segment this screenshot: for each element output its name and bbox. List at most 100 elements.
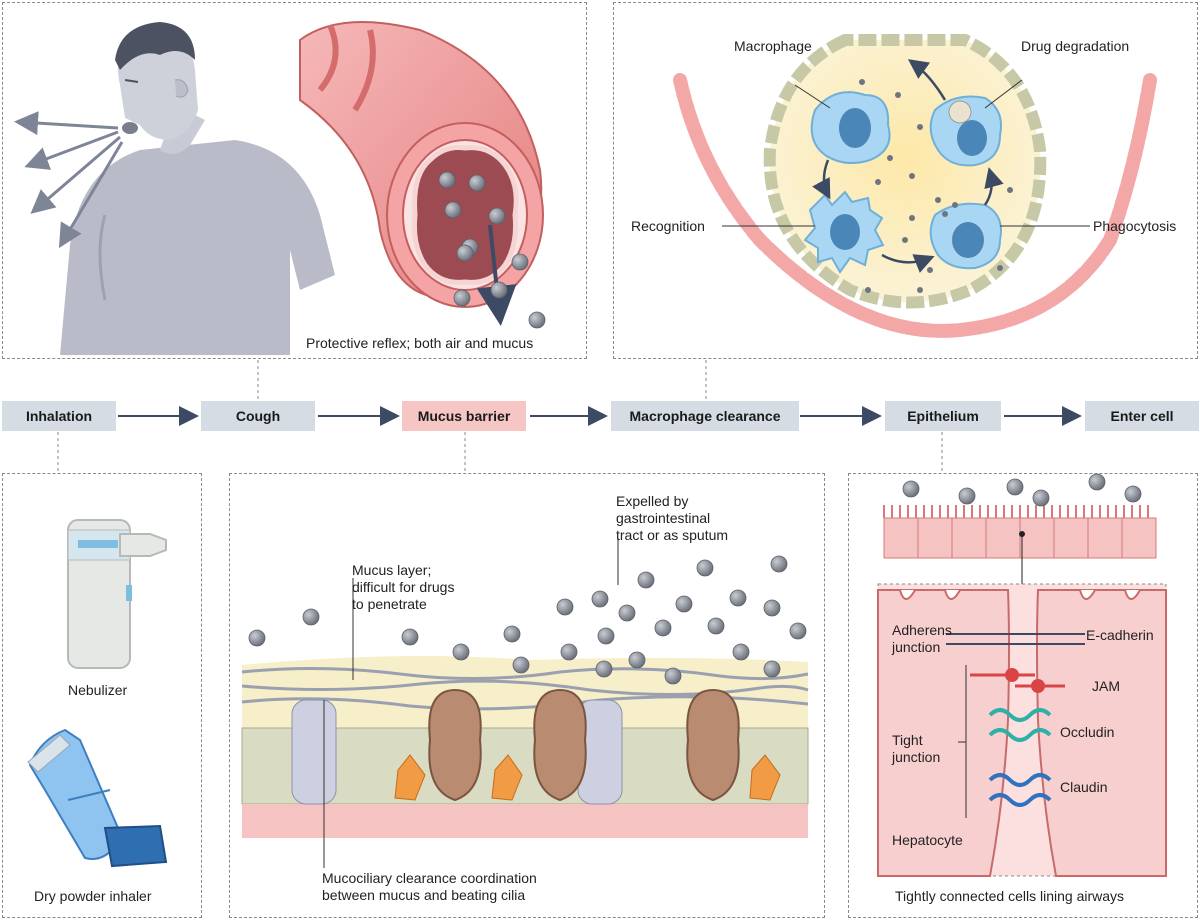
cough-panel bbox=[2, 2, 587, 359]
drug-particle bbox=[654, 619, 672, 637]
drug-particle bbox=[789, 622, 807, 640]
drug-particle bbox=[770, 555, 788, 573]
macrophage-cycle-arrows bbox=[812, 59, 1004, 273]
step-cough: Cough bbox=[201, 401, 315, 431]
drug-particle bbox=[895, 92, 901, 98]
drug-particle bbox=[1006, 478, 1024, 496]
dry-powder-inhaler-illustration bbox=[27, 728, 168, 868]
drug-particle bbox=[528, 311, 546, 329]
label-drug-degradation: Drug degradation bbox=[1021, 38, 1130, 54]
drug-particle bbox=[560, 643, 578, 661]
step-mucus-barrier: Mucus barrier bbox=[402, 401, 526, 431]
alveolus-illustration bbox=[673, 34, 1157, 338]
drug-particle bbox=[302, 608, 320, 626]
drug-particle bbox=[512, 656, 530, 674]
drug-particle bbox=[675, 595, 693, 613]
drug-particle bbox=[503, 625, 521, 643]
label-recognition: Recognition bbox=[631, 218, 705, 234]
drug-particle bbox=[763, 599, 781, 617]
label-occludin: Occludin bbox=[1060, 724, 1115, 740]
panel-connectors bbox=[57, 360, 943, 472]
step-epithelium: Epithelium bbox=[885, 401, 1001, 431]
drug-particle bbox=[997, 265, 1003, 271]
drug-particle bbox=[488, 207, 506, 225]
drug-particle bbox=[556, 598, 574, 616]
step-enter-cell: Enter cell bbox=[1085, 401, 1199, 431]
label-phagocytosis: Phagocytosis bbox=[1093, 218, 1177, 234]
drug-particle bbox=[1007, 187, 1013, 193]
drug-particle bbox=[927, 267, 933, 273]
drug-particle bbox=[917, 287, 923, 293]
junction-zoom-illustration bbox=[877, 583, 1167, 877]
macrophage-leader-lines bbox=[722, 79, 1090, 227]
drug-particle bbox=[511, 253, 529, 271]
label-jam: JAM bbox=[1092, 678, 1120, 694]
drug-particle bbox=[707, 617, 725, 635]
drug-particle bbox=[438, 171, 456, 189]
label-mucus-layer: Mucus layer; difficult for drugs to pene… bbox=[352, 562, 455, 612]
label-dry-powder-inhaler: Dry powder inhaler bbox=[34, 888, 152, 904]
drug-particle bbox=[952, 202, 958, 208]
drug-particle bbox=[456, 244, 474, 262]
cough-caption: Protective reflex; both air and mucus bbox=[306, 335, 534, 351]
drug-particle bbox=[401, 628, 419, 646]
drug-particle bbox=[958, 487, 976, 505]
drug-particle bbox=[595, 660, 613, 678]
drug-particle bbox=[865, 287, 871, 293]
mucus-leader-lines bbox=[323, 538, 619, 868]
drug-particle bbox=[452, 643, 470, 661]
drug-particle bbox=[696, 559, 714, 577]
mucus-panel bbox=[229, 473, 825, 918]
drug-particle bbox=[1032, 489, 1050, 507]
drug-particle bbox=[597, 627, 615, 645]
drug-particle bbox=[1088, 473, 1106, 491]
drug-particle bbox=[935, 197, 941, 203]
inhalation-panel bbox=[2, 473, 202, 918]
epithelium-strip-illustration bbox=[883, 505, 1157, 584]
label-mucociliary: Mucociliary clearance coordination betwe… bbox=[322, 870, 537, 903]
cough-air-arrows bbox=[14, 111, 124, 249]
drug-particle bbox=[942, 211, 948, 217]
label-adherens-junction: Adherens junction bbox=[892, 622, 952, 655]
drug-particle bbox=[468, 174, 486, 192]
drug-particle bbox=[628, 651, 646, 669]
drug-particle bbox=[763, 660, 781, 678]
label-nebulizer: Nebulizer bbox=[68, 682, 128, 698]
nebulizer-illustration bbox=[67, 519, 167, 669]
drug-particle bbox=[729, 589, 747, 607]
step-macrophage-clearance: Macrophage clearance bbox=[611, 401, 799, 431]
label-tight-junction: Tight junction bbox=[892, 732, 941, 765]
epithelium-caption: Tightly connected cells lining airways bbox=[895, 888, 1125, 904]
label-e-cadherin: E-cadherin bbox=[1086, 627, 1154, 643]
macrophage-panel bbox=[613, 2, 1198, 359]
drug-particle bbox=[859, 79, 865, 85]
drug-particle bbox=[875, 179, 881, 185]
drug-particle bbox=[902, 237, 908, 243]
epithelium-panel bbox=[848, 473, 1198, 918]
drug-particle bbox=[902, 480, 920, 498]
drug-particle bbox=[664, 667, 682, 685]
drug-particle bbox=[248, 629, 266, 647]
drug-particle bbox=[732, 643, 750, 661]
drug-particle bbox=[637, 571, 655, 589]
drug-particle bbox=[909, 215, 915, 221]
drug-particle bbox=[917, 124, 923, 130]
airway-tube-illustration bbox=[299, 21, 544, 326]
drug-particle bbox=[490, 281, 508, 299]
label-claudin: Claudin bbox=[1060, 779, 1108, 795]
macrophage-cells bbox=[803, 91, 1002, 274]
drug-particle bbox=[887, 155, 893, 161]
drug-particle bbox=[453, 289, 471, 307]
drug-particle bbox=[444, 201, 462, 219]
label-macrophage: Macrophage bbox=[734, 38, 812, 54]
drug-particles bbox=[248, 79, 1142, 685]
drug-particle bbox=[909, 173, 915, 179]
drug-particle bbox=[618, 604, 636, 622]
label-hepatocyte: Hepatocyte bbox=[892, 832, 963, 848]
label-expelled: Expelled by gastrointestinal tract or as… bbox=[616, 493, 729, 543]
coughing-person-illustration bbox=[60, 22, 335, 355]
drug-particle bbox=[591, 590, 609, 608]
ciliated-epithelium-illustration bbox=[241, 688, 809, 838]
step-inhalation: Inhalation bbox=[2, 401, 116, 431]
